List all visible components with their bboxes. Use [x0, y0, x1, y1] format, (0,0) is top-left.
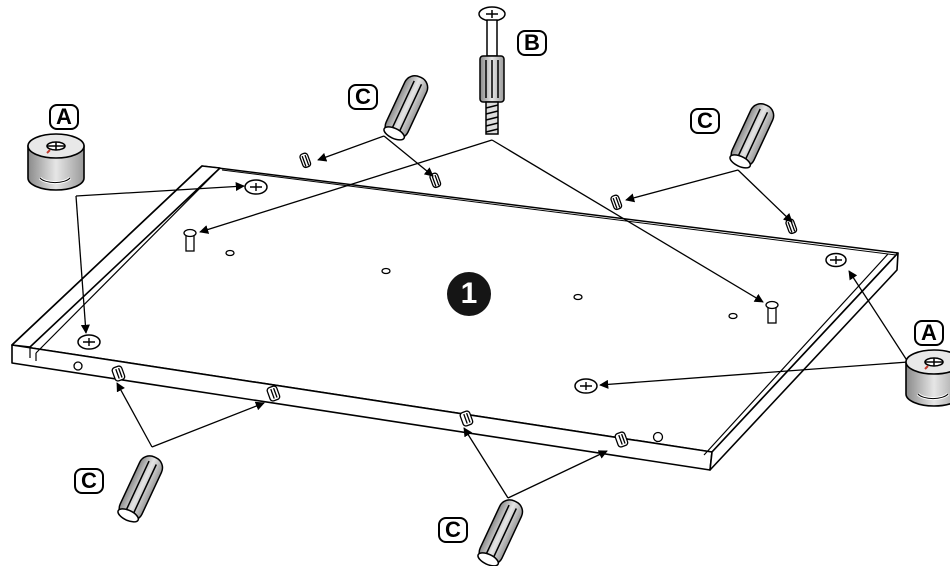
- step-number-badge: 1: [447, 272, 491, 316]
- wooden-dowel-icon: [383, 74, 429, 141]
- part-label-a: A: [49, 104, 79, 130]
- panel-holes: [73, 249, 738, 443]
- part-label-c: C: [438, 517, 468, 543]
- part-label-b: B: [517, 30, 547, 56]
- cam-bolt-icon: [478, 6, 506, 135]
- part-label-c: C: [74, 468, 104, 494]
- wooden-dowel-icon: [117, 455, 164, 523]
- wooden-dowel-icon: [729, 102, 775, 169]
- cam-lock-icon: [27, 133, 85, 191]
- panel: [11, 165, 899, 471]
- inserted-dowels: [111, 152, 798, 448]
- cam-lock-icon: [905, 349, 950, 407]
- assembly-arrows: [75, 135, 909, 499]
- part-label-a: A: [914, 320, 944, 346]
- part-label-c: C: [348, 84, 378, 110]
- inserted-bolts: [183, 228, 779, 324]
- cam-lock-holes: [77, 179, 847, 394]
- part-label-c: C: [690, 108, 720, 134]
- wooden-dowel-icon: [477, 499, 524, 567]
